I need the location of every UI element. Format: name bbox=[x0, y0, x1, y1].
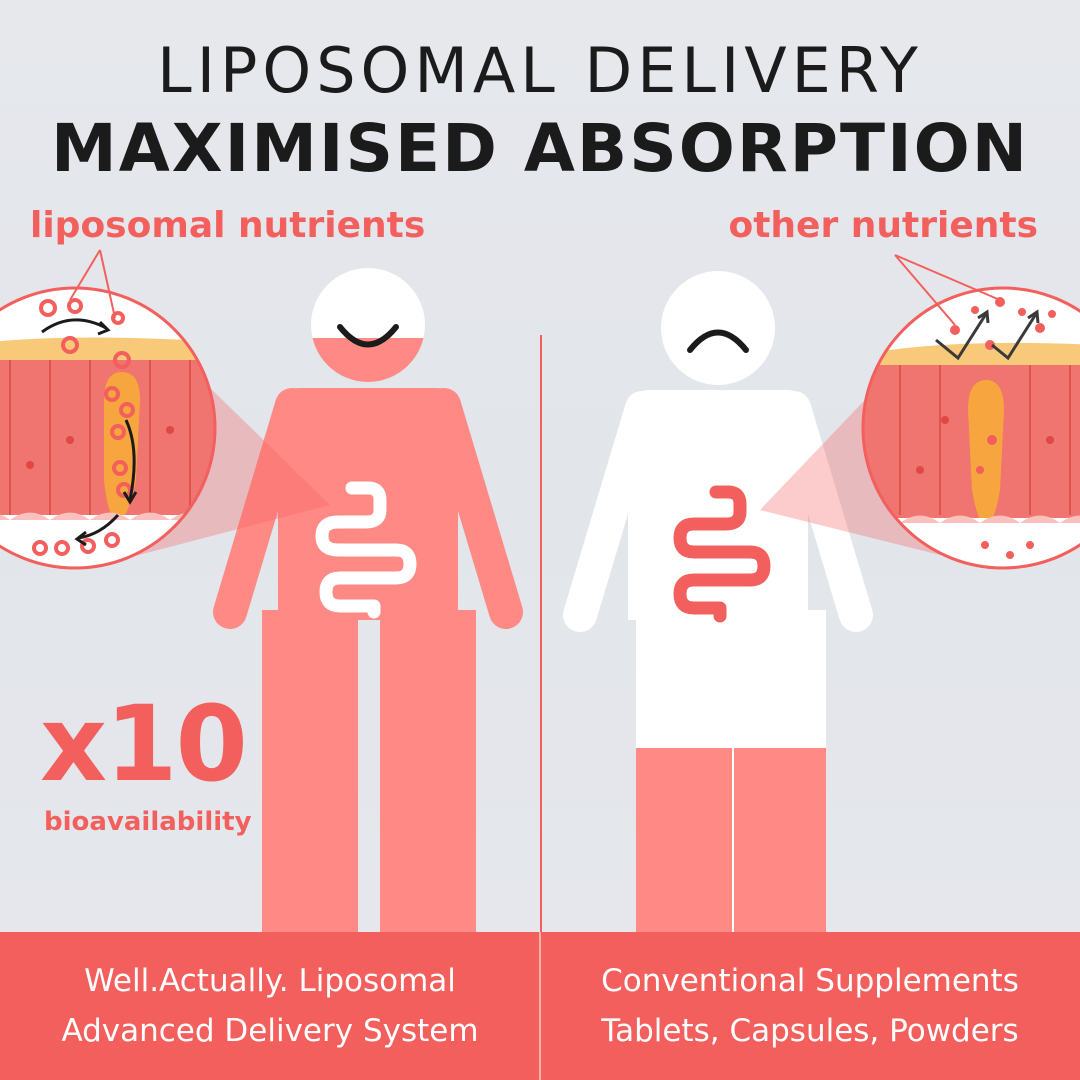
right-figure bbox=[563, 271, 873, 932]
right-label-pointer bbox=[894, 254, 1001, 326]
bioavailability-label: bioavailability bbox=[44, 807, 252, 837]
other-nutrients-label: other nutrients bbox=[728, 205, 1038, 246]
left-magnifier bbox=[0, 286, 217, 570]
bioavailability-multiplier: x10 bbox=[40, 683, 248, 805]
footer-right-line-2: Tablets, Capsules, Powders bbox=[601, 1013, 1019, 1049]
left-figure bbox=[213, 268, 523, 932]
footer-left-line-1: Well.Actually. Liposomal bbox=[84, 963, 456, 999]
footer-right-line-1: Conventional Supplements bbox=[601, 963, 1019, 999]
footer-right-panel: Conventional Supplements Tablets, Capsul… bbox=[540, 932, 1080, 1080]
right-legs-fill bbox=[636, 748, 732, 932]
right-magnifier bbox=[861, 286, 1080, 570]
intestine-icon bbox=[315, 481, 417, 619]
intestine-icon bbox=[673, 485, 771, 623]
title-line-2: MAXIMISED ABSORPTION bbox=[51, 110, 1029, 187]
footer-divider bbox=[539, 932, 541, 1080]
footer-left-line-2: Advanced Delivery System bbox=[61, 1013, 479, 1049]
frown-icon bbox=[687, 329, 749, 353]
title-line-1: LIPOSOMAL DELIVERY bbox=[157, 34, 923, 107]
footer-left-panel: Well.Actually. Liposomal Advanced Delive… bbox=[0, 932, 540, 1080]
smile-icon bbox=[337, 324, 399, 348]
left-label-pointer bbox=[69, 249, 116, 319]
liposomal-nutrients-label: liposomal nutrients bbox=[30, 205, 426, 246]
